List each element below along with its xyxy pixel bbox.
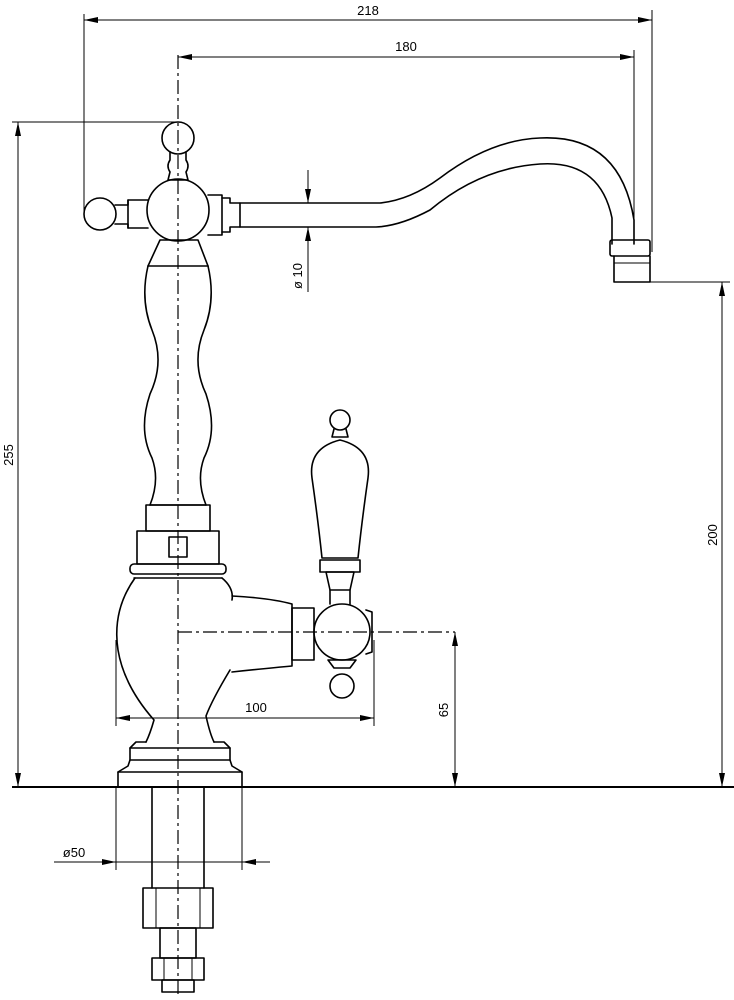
dimension-100: 100 — [115, 640, 375, 726]
spout — [239, 137, 651, 283]
dimension-200: 200 — [650, 281, 730, 787]
dimension-65-label: 65 — [436, 703, 451, 717]
dimension-180: 180 — [178, 39, 635, 244]
dimension-218: 218 — [83, 3, 653, 252]
dimension-255: 255 — [1, 121, 178, 787]
dimension-pipe-diameter: ø 10 — [290, 170, 318, 292]
dimension-pipe-diameter-label: ø 10 — [290, 263, 305, 289]
lever-handle — [231, 409, 373, 699]
dimension-65: 65 — [436, 632, 458, 787]
underside-connection — [142, 786, 214, 993]
faucet-body — [83, 121, 243, 788]
dimension-200-label: 200 — [705, 524, 720, 546]
dimension-base-diameter-label: ø50 — [63, 845, 85, 860]
dimension-base-diameter: ø50 — [54, 787, 270, 870]
dimension-255-label: 255 — [1, 444, 16, 466]
dimension-218-label: 218 — [357, 3, 379, 18]
dimension-100-label: 100 — [245, 700, 267, 715]
dimension-180-label: 180 — [395, 39, 417, 54]
